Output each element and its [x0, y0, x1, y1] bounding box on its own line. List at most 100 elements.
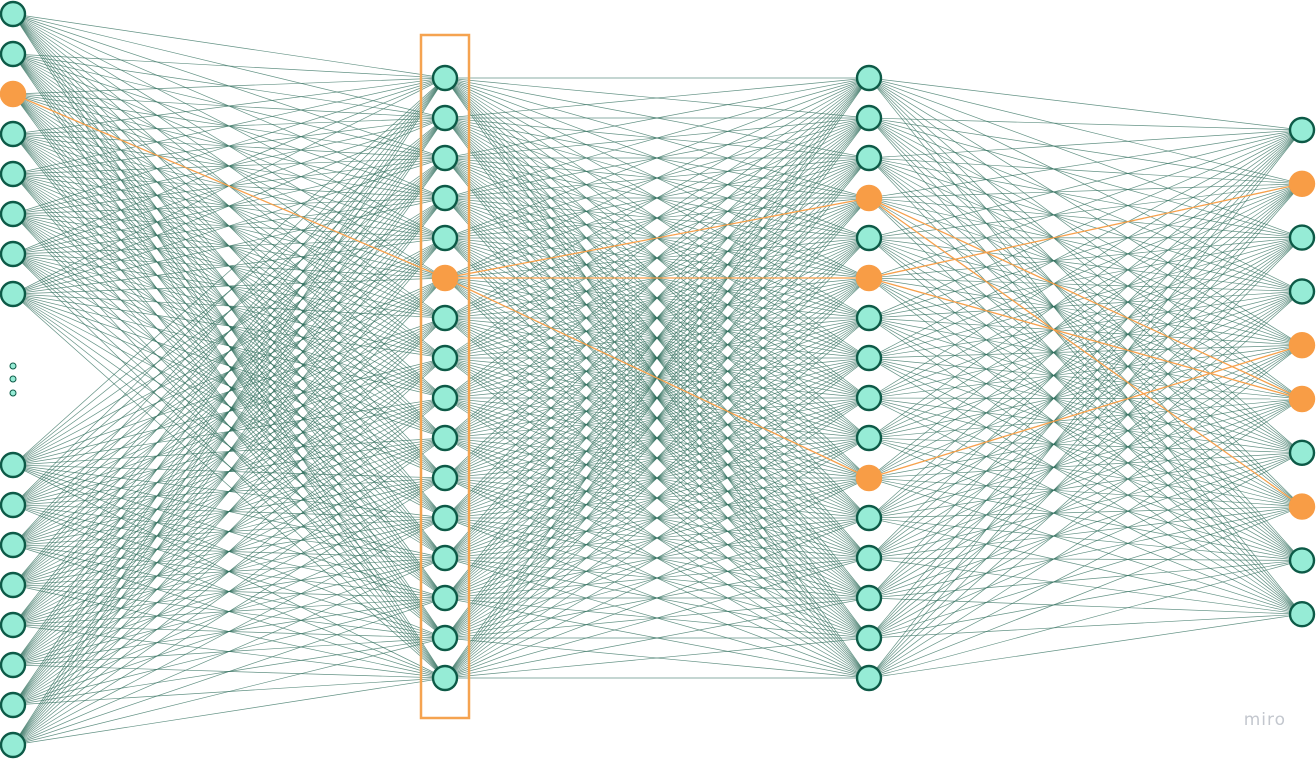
- output-node[interactable]: [1288, 439, 1316, 466]
- connection-line: [868, 557, 1303, 615]
- hidden-2-node[interactable]: [855, 144, 883, 172]
- input-node[interactable]: [0, 731, 27, 759]
- input-node-highlighted[interactable]: [0, 80, 27, 108]
- hidden-1-node[interactable]: [431, 544, 459, 572]
- connection-line: [868, 437, 1303, 561]
- hidden-2-node-highlighted[interactable]: [855, 184, 883, 212]
- input-node[interactable]: [0, 240, 27, 268]
- connection-line: [868, 344, 1303, 559]
- connection-line: [868, 477, 1303, 615]
- connection-line: [868, 437, 1303, 507]
- output-node-highlighted[interactable]: [1288, 170, 1316, 198]
- hidden-1-node[interactable]: [431, 224, 459, 252]
- input-node[interactable]: [0, 200, 27, 228]
- connection-line: [868, 397, 1303, 615]
- hidden-2-node[interactable]: [855, 504, 883, 532]
- connection-line: [444, 77, 870, 119]
- connection-line: [868, 237, 1303, 519]
- hidden-1-node[interactable]: [431, 144, 459, 172]
- connection-line: [868, 237, 1303, 507]
- connection-line: [868, 77, 1303, 238]
- hidden-1-node[interactable]: [431, 384, 459, 412]
- hidden-2-node[interactable]: [855, 224, 883, 252]
- hidden-1-node[interactable]: [431, 304, 459, 332]
- hidden-2-node-highlighted[interactable]: [855, 264, 883, 292]
- connection-line: [868, 397, 1303, 507]
- hidden-2-node[interactable]: [855, 544, 883, 572]
- hidden-2-node[interactable]: [855, 344, 883, 372]
- hidden-1-node[interactable]: [431, 64, 459, 92]
- connection-line: [868, 291, 1303, 599]
- hidden-1-node[interactable]: [431, 424, 459, 452]
- connection-line: [868, 197, 1303, 238]
- input-node[interactable]: [0, 280, 27, 308]
- connection-line: [868, 129, 1303, 319]
- hidden-1-node[interactable]: [431, 184, 459, 212]
- hidden-2-node[interactable]: [855, 424, 883, 452]
- connection-line: [12, 477, 446, 746]
- hidden-2-node[interactable]: [855, 624, 883, 652]
- hidden-2-node[interactable]: [855, 664, 883, 692]
- connection-line: [868, 183, 1303, 639]
- connection-line: [868, 277, 1303, 346]
- input-node[interactable]: [0, 160, 27, 188]
- connection-line: [868, 197, 1303, 292]
- input-node[interactable]: [0, 451, 27, 479]
- connection-line: [868, 506, 1303, 599]
- hidden-1-node[interactable]: [431, 664, 459, 692]
- hidden-1-node-highlighted[interactable]: [431, 264, 459, 292]
- connection-line: [868, 129, 1303, 439]
- connection-line: [868, 129, 1303, 199]
- hidden-1-node[interactable]: [431, 464, 459, 492]
- output-node[interactable]: [1288, 601, 1316, 628]
- connection-line: [868, 237, 1303, 439]
- connection-line: [12, 77, 446, 666]
- output-node[interactable]: [1288, 116, 1316, 144]
- input-node[interactable]: [0, 651, 27, 679]
- input-node[interactable]: [0, 120, 27, 148]
- input-node[interactable]: [0, 531, 27, 559]
- input-node[interactable]: [0, 611, 27, 639]
- hidden-2-node[interactable]: [855, 384, 883, 412]
- connection-line: [12, 557, 446, 746]
- selected-layer-frame[interactable]: [419, 33, 471, 720]
- hidden-2-node[interactable]: [855, 104, 883, 132]
- connection-line: [12, 237, 446, 746]
- output-node[interactable]: [1288, 547, 1316, 574]
- connection-line: [444, 77, 870, 639]
- hidden-1-node[interactable]: [431, 344, 459, 372]
- connection-line: [868, 117, 1303, 400]
- connection-line: [868, 77, 1303, 561]
- output-node[interactable]: [1288, 224, 1316, 251]
- output-node-highlighted[interactable]: [1288, 493, 1316, 520]
- connection-line: [868, 506, 1303, 639]
- hidden-2-node[interactable]: [855, 64, 883, 92]
- highlighted-connection-line: [444, 277, 870, 479]
- connection-line: [868, 157, 1303, 400]
- output-node-highlighted[interactable]: [1288, 385, 1316, 413]
- input-node[interactable]: [0, 40, 27, 68]
- connection-line: [868, 183, 1303, 199]
- input-node[interactable]: [0, 571, 27, 599]
- input-node[interactable]: [0, 491, 27, 519]
- output-node[interactable]: [1288, 278, 1316, 305]
- hidden-1-node[interactable]: [431, 104, 459, 132]
- connection-line: [868, 357, 1303, 561]
- hidden-2-node[interactable]: [855, 584, 883, 612]
- hidden-1-node[interactable]: [431, 504, 459, 532]
- connection-line: [868, 437, 1303, 615]
- connection-line: [868, 77, 1303, 507]
- ellipsis-dot: [9, 362, 17, 370]
- hidden-2-node[interactable]: [855, 304, 883, 332]
- hidden-1-node[interactable]: [431, 584, 459, 612]
- connection-line: [12, 77, 446, 586]
- hidden-1-node[interactable]: [431, 624, 459, 652]
- output-node-highlighted[interactable]: [1288, 332, 1316, 359]
- input-node[interactable]: [0, 691, 27, 719]
- connection-line: [444, 597, 870, 679]
- connection-line: [12, 197, 446, 746]
- connection-line: [444, 77, 870, 559]
- hidden-2-node-highlighted[interactable]: [855, 464, 883, 492]
- input-node[interactable]: [0, 0, 27, 28]
- connection-line: [868, 117, 1303, 238]
